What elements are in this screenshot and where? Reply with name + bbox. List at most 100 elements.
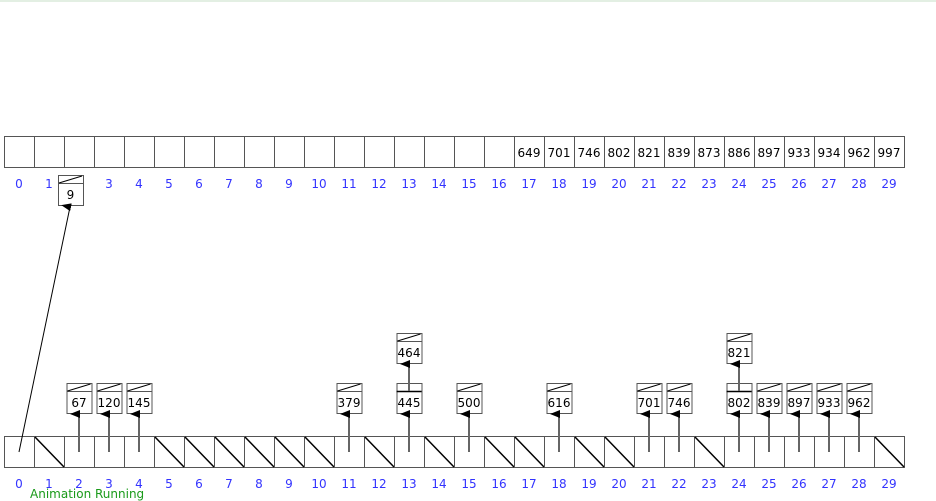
output-index: 26 <box>791 177 806 191</box>
bucket-index: 3 <box>105 477 113 491</box>
node-value: 962 <box>848 396 871 410</box>
output-index: 14 <box>431 177 446 191</box>
node-value: 802 <box>728 396 751 410</box>
output-cell <box>244 136 275 168</box>
null-pointer-slash <box>337 383 361 392</box>
bucket-index: 1 <box>45 477 53 491</box>
output-index: 4 <box>135 177 143 191</box>
null-pointer-slash <box>667 383 691 392</box>
output-value: 997 <box>878 146 901 160</box>
bucket-index: 29 <box>881 477 896 491</box>
null-pointer-slash <box>457 383 481 392</box>
list-node <box>96 383 123 414</box>
output-cell <box>724 136 755 168</box>
output-value: 821 <box>638 146 661 160</box>
bucket-index: 16 <box>491 477 506 491</box>
moving-pointer-arrow <box>18 203 72 453</box>
output-cell <box>604 136 635 168</box>
null-bucket-slash <box>184 436 215 468</box>
output-index: 23 <box>701 177 716 191</box>
null-pointer-slash <box>397 333 421 342</box>
output-value: 873 <box>698 146 721 160</box>
output-cell <box>514 136 545 168</box>
bucket-index: 22 <box>671 477 686 491</box>
null-pointer-slash <box>847 383 871 392</box>
bucket-index: 28 <box>851 477 866 491</box>
output-index: 18 <box>551 177 566 191</box>
list-node <box>666 383 693 414</box>
bucket-index: 23 <box>701 477 716 491</box>
output-value: 886 <box>728 146 751 160</box>
bucket-index: 0 <box>15 477 23 491</box>
top-border <box>0 0 936 2</box>
output-index: 5 <box>165 177 173 191</box>
null-pointer-slash <box>787 383 811 392</box>
output-cell <box>394 136 425 168</box>
null-bucket-slash <box>484 436 515 468</box>
null-pointer-slash <box>58 175 83 184</box>
bucket-index: 11 <box>341 477 356 491</box>
bucket-index: 10 <box>311 477 326 491</box>
node-value: 821 <box>728 346 751 360</box>
null-bucket-slash <box>34 436 65 468</box>
bucket-index: 6 <box>195 477 203 491</box>
output-index: 6 <box>195 177 203 191</box>
output-index: 12 <box>371 177 386 191</box>
output-index: 20 <box>611 177 626 191</box>
list-node <box>66 383 93 414</box>
null-bucket-slash <box>154 436 185 468</box>
node-value: 500 <box>458 396 481 410</box>
output-index: 3 <box>105 177 113 191</box>
bucket-index: 21 <box>641 477 656 491</box>
list-node <box>846 383 873 414</box>
bucket-index: 24 <box>731 477 746 491</box>
output-cell <box>94 136 125 168</box>
null-bucket-slash <box>364 436 395 468</box>
output-value: 934 <box>818 146 841 160</box>
bucket-index: 27 <box>821 477 836 491</box>
list-node <box>396 333 423 364</box>
null-bucket-slash <box>244 436 275 468</box>
null-pointer-slash <box>127 383 151 392</box>
null-bucket-slash <box>514 436 545 468</box>
output-cell <box>484 136 515 168</box>
null-bucket-slash <box>604 436 635 468</box>
bucket-index: 18 <box>551 477 566 491</box>
node-value: 9 <box>67 188 75 202</box>
null-bucket-slash <box>574 436 605 468</box>
output-cell <box>424 136 455 168</box>
output-cell <box>34 136 65 168</box>
output-cell <box>184 136 215 168</box>
output-index: 19 <box>581 177 596 191</box>
node-value: 746 <box>668 396 691 410</box>
output-cell <box>274 136 305 168</box>
null-bucket-slash <box>214 436 245 468</box>
null-pointer-slash <box>67 383 91 392</box>
null-bucket-slash <box>874 436 905 468</box>
null-pointer-slash <box>817 383 841 392</box>
list-node <box>126 383 153 414</box>
output-cell <box>364 136 395 168</box>
output-cell <box>154 136 185 168</box>
null-pointer-slash <box>637 383 661 392</box>
bucket-index: 20 <box>611 477 626 491</box>
output-value: 701 <box>548 146 571 160</box>
output-cell <box>124 136 155 168</box>
output-cell <box>664 136 695 168</box>
output-index: 16 <box>491 177 506 191</box>
output-value: 839 <box>668 146 691 160</box>
output-value: 746 <box>578 146 601 160</box>
null-pointer-slash <box>97 383 121 392</box>
output-cell <box>334 136 365 168</box>
bucket-index: 25 <box>761 477 776 491</box>
bucket-index: 4 <box>135 477 143 491</box>
output-index: 21 <box>641 177 656 191</box>
output-index: 22 <box>671 177 686 191</box>
bucket-index: 13 <box>401 477 416 491</box>
output-index: 29 <box>881 177 896 191</box>
output-index: 8 <box>255 177 263 191</box>
list-node <box>816 383 843 414</box>
null-pointer-slash <box>547 383 571 392</box>
output-index: 24 <box>731 177 746 191</box>
bucket-index: 17 <box>521 477 536 491</box>
